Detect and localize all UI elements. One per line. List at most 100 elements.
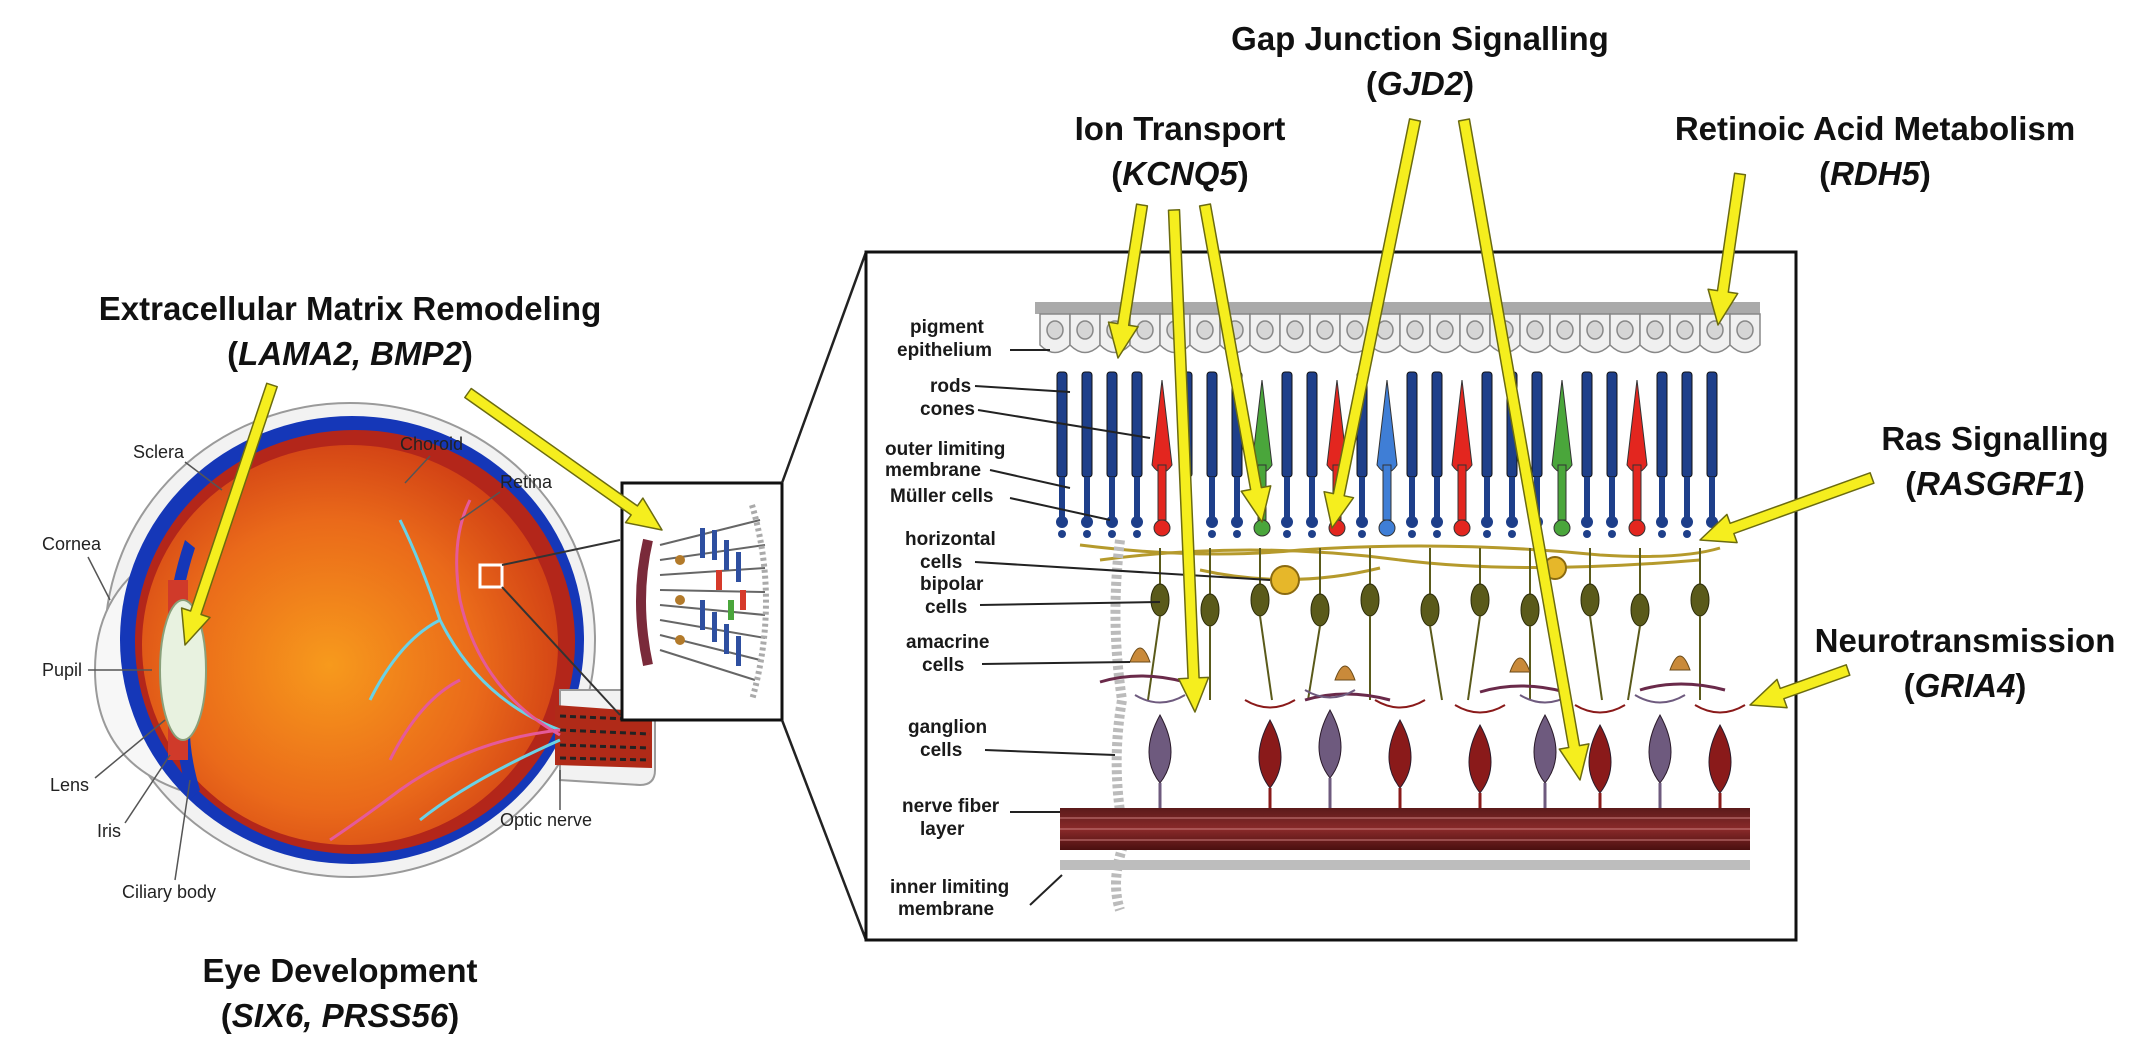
rod-terminal	[1683, 530, 1691, 538]
rod-inner-segment	[1684, 477, 1690, 517]
callout-ion-genes: KCNQ5	[1122, 155, 1238, 192]
callout-neuro-genes: GRIA4	[1914, 667, 2016, 704]
label-iris: Iris	[97, 821, 121, 841]
pigment-nucleus	[1256, 320, 1274, 340]
amacrine-cell-body	[1669, 655, 1691, 671]
callout-neuro-title: Neurotransmission	[1814, 622, 2116, 659]
rod-photoreceptor	[1581, 371, 1593, 478]
arrow-ion-2	[1167, 209, 1210, 713]
label-horizontal-cells: cells	[920, 552, 962, 573]
pigment-nucleus	[1706, 320, 1724, 340]
rod-inner-segment	[1209, 477, 1215, 517]
ganglion-dendrite	[1574, 704, 1626, 714]
bipolar-axon	[1627, 625, 1641, 701]
cone-terminal	[1553, 519, 1571, 537]
label-inner-limiting: inner limiting	[890, 877, 1009, 898]
pigment-nucleus	[1316, 320, 1334, 340]
bipolar-cell-body	[1690, 583, 1710, 617]
rod-photoreceptor	[1106, 371, 1118, 478]
callout-ecm-genes: LAMA2, BMP2	[238, 335, 462, 372]
amacrine-cell-body	[1129, 647, 1151, 663]
callout-retinoic-acid: Retinoic Acid Metabolism (RDH5)	[1645, 106, 2105, 196]
rod-inner-segment	[1109, 477, 1115, 517]
rod-inner-segment	[1409, 477, 1415, 517]
pigment-nucleus	[1046, 320, 1064, 340]
callout-ecm: Extracellular Matrix Remodeling (LAMA2, …	[40, 286, 660, 376]
rod-terminal	[1583, 530, 1591, 538]
pigment-nucleus	[1436, 320, 1454, 340]
rod-inner-segment	[1509, 477, 1515, 517]
arrow-gap-1	[1323, 118, 1422, 529]
rod-terminal	[1083, 530, 1091, 538]
rod-photoreceptor	[1406, 371, 1418, 478]
rod-photoreceptor	[1306, 371, 1318, 478]
label-cones: cones	[920, 399, 975, 420]
rod-terminal	[1233, 530, 1241, 538]
pigment-nucleus	[1586, 320, 1604, 340]
ganglion-cells	[1134, 689, 1746, 808]
inner-limiting-membrane	[1060, 860, 1750, 870]
callout-arrows	[180, 118, 1875, 781]
retina-inset-marker	[478, 563, 504, 589]
callout-ras-signalling: Ras Signalling (RASGRF1)	[1855, 416, 2135, 506]
rod-inner-segment	[1659, 477, 1665, 517]
pigment-nucleus	[1196, 320, 1214, 340]
rod-terminal	[1658, 530, 1666, 538]
pigment-nucleus	[1736, 320, 1754, 340]
horizontal-cell-body	[1270, 565, 1300, 595]
callout-neurotransmission: Neurotransmission (GRIA4)	[1805, 618, 2125, 708]
rod-photoreceptor	[1281, 371, 1293, 478]
rod-inner-segment	[1084, 477, 1090, 517]
callout-eyedev-title: Eye Development	[202, 952, 478, 989]
label-pupil: Pupil	[42, 660, 82, 680]
pigment-nucleus	[1076, 320, 1094, 340]
rod-nucleus	[1231, 516, 1243, 528]
rod-nucleus	[1431, 516, 1443, 528]
rod-photoreceptor	[1531, 371, 1543, 478]
pigment-nucleus	[1286, 320, 1304, 340]
bipolar-cell-body	[1200, 593, 1220, 627]
bipolar-axon	[1307, 625, 1321, 701]
bipolar-axon	[1429, 625, 1443, 701]
rod-nucleus	[1506, 516, 1518, 528]
label-olm-membrane: membrane	[885, 460, 981, 481]
amacrine-dendrite	[1099, 674, 1186, 684]
rod-terminal	[1608, 530, 1616, 538]
arrow-ion-1	[1107, 203, 1149, 359]
label-sclera: Sclera	[133, 442, 185, 462]
rod-terminal	[1283, 530, 1291, 538]
callout-gap-title: Gap Junction Signalling	[1231, 20, 1609, 57]
rod-inner-segment	[1309, 477, 1315, 517]
rod-inner-segment	[1709, 477, 1715, 517]
label-outer-limiting: outer limiting	[885, 439, 1005, 460]
rod-photoreceptor	[1131, 371, 1143, 478]
label-ganglion: ganglion	[908, 717, 987, 738]
ganglion-dendrite	[1454, 704, 1506, 714]
label-bipolar: bipolar	[920, 574, 984, 595]
rod-inner-segment	[1609, 477, 1615, 517]
bipolar-axon	[1259, 615, 1273, 701]
bipolar-cell-body	[1250, 583, 1270, 617]
rod-nucleus	[1481, 516, 1493, 528]
rod-inner-segment	[1234, 477, 1240, 517]
arrow-ras	[1699, 472, 1875, 544]
bipolar-cell-body	[1310, 593, 1330, 627]
bipolar-axon	[1147, 615, 1161, 701]
arrow-gap-2	[1457, 118, 1590, 781]
ganglion-dendrite	[1244, 699, 1296, 709]
cone-terminal	[1153, 519, 1171, 537]
cone-inner-segment	[1157, 464, 1167, 521]
rod-photoreceptor	[1431, 371, 1443, 478]
rod-terminal	[1133, 530, 1141, 538]
bipolar-cell-body	[1360, 583, 1380, 617]
cone-terminal	[1628, 519, 1646, 537]
bipolar-cells	[1147, 548, 1710, 701]
cone-inner-segment	[1632, 464, 1642, 521]
arrow-ra	[1707, 172, 1747, 326]
pigment-nucleus	[1136, 320, 1154, 340]
callout-ion-title: Ion Transport	[1074, 110, 1286, 147]
label-epithelium: epithelium	[897, 340, 992, 361]
bipolar-cell-body	[1150, 583, 1170, 617]
small-retina-inset	[620, 481, 784, 722]
